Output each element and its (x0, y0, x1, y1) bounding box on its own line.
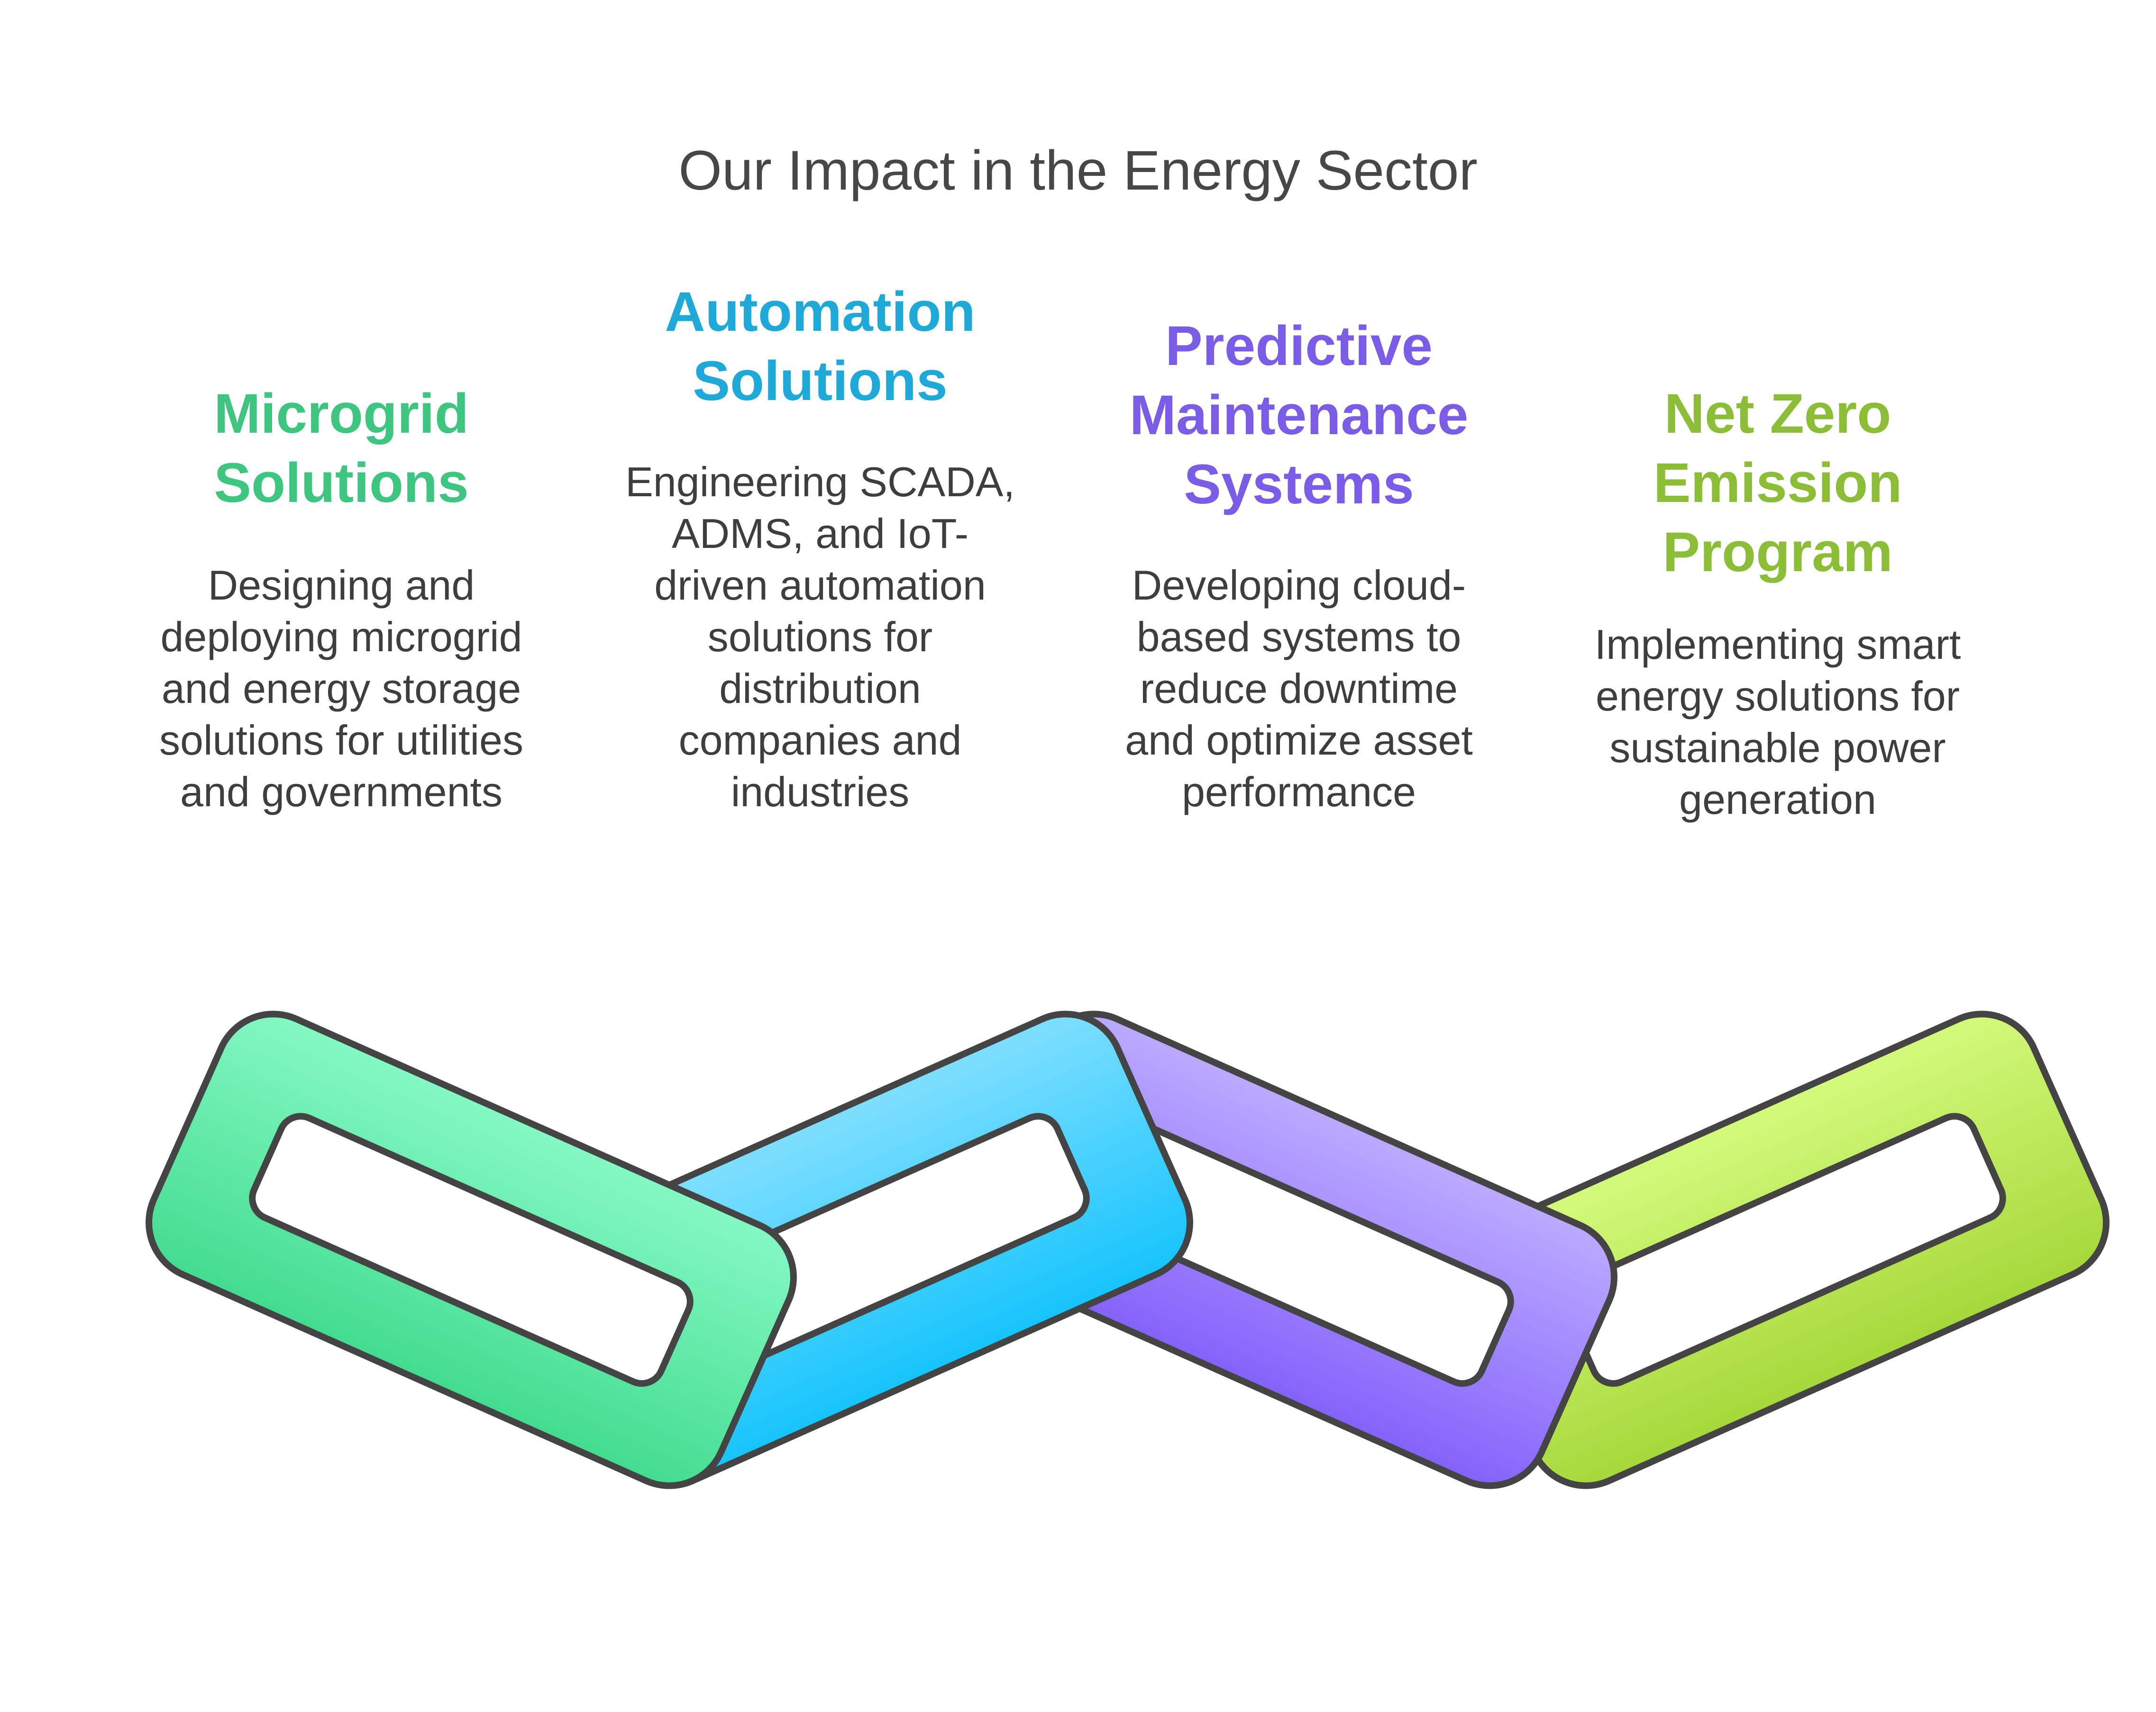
desc-line: industries (731, 768, 910, 815)
heading-line: Emission (1653, 452, 1902, 514)
desc-line: Designing and (208, 562, 475, 609)
item-heading: Automation Solutions (607, 277, 1033, 416)
desc-line: distribution (719, 665, 921, 712)
heading-line: Solutions (214, 452, 469, 514)
heading-line: Predictive (1165, 315, 1433, 377)
item-heading: Microgrid Solutions (128, 379, 555, 518)
desc-line: reduce downtime (1140, 665, 1458, 712)
chain-link-lime (1458, 1011, 2110, 1489)
item-heading: Net Zero Emission Program (1564, 379, 1991, 587)
desc-line: and energy storage (161, 665, 521, 712)
item-heading: Predictive Maintenance Systems (1086, 311, 1512, 519)
diagram-title: Our Impact in the Energy Sector (678, 139, 1478, 202)
desc-line: performance (1181, 768, 1416, 815)
desc-line: and governments (180, 768, 502, 815)
desc-line: generation (1679, 776, 1876, 823)
heading-line: Maintenance (1129, 384, 1469, 446)
heading-line: Microgrid (214, 382, 469, 445)
desc-line: based systems to (1136, 613, 1462, 660)
desc-line: Developing cloud- (1132, 562, 1466, 609)
heading-line: Program (1663, 521, 1893, 583)
desc-line: companies and (678, 717, 962, 764)
desc-line: ADMS, and IoT- (671, 510, 968, 557)
heading-line: Net Zero (1664, 382, 1891, 445)
chain-link-green (146, 1011, 797, 1489)
item-description: Designing and deploying microgrid and en… (128, 559, 555, 818)
desc-line: sustainable power (1609, 724, 1946, 771)
desc-line: Implementing smart (1594, 621, 1961, 668)
item-description: Developing cloud- based systems to reduc… (1086, 559, 1512, 818)
desc-line: driven automation (654, 562, 986, 609)
heading-line: Systems (1184, 453, 1414, 516)
desc-line: solutions for utilities (159, 717, 523, 764)
desc-line: energy solutions for (1596, 673, 1960, 719)
item-description: Engineering SCADA, ADMS, and IoT- driven… (607, 456, 1033, 818)
desc-line: deploying microgrid (160, 613, 522, 660)
desc-line: and optimize asset (1125, 717, 1473, 764)
desc-line: Engineering SCADA, (625, 458, 1015, 505)
desc-line: solutions for (707, 613, 933, 660)
heading-line: Solutions (693, 350, 948, 412)
item-description: Implementing smart energy solutions for … (1564, 619, 1991, 825)
heading-line: Automation (665, 281, 976, 343)
